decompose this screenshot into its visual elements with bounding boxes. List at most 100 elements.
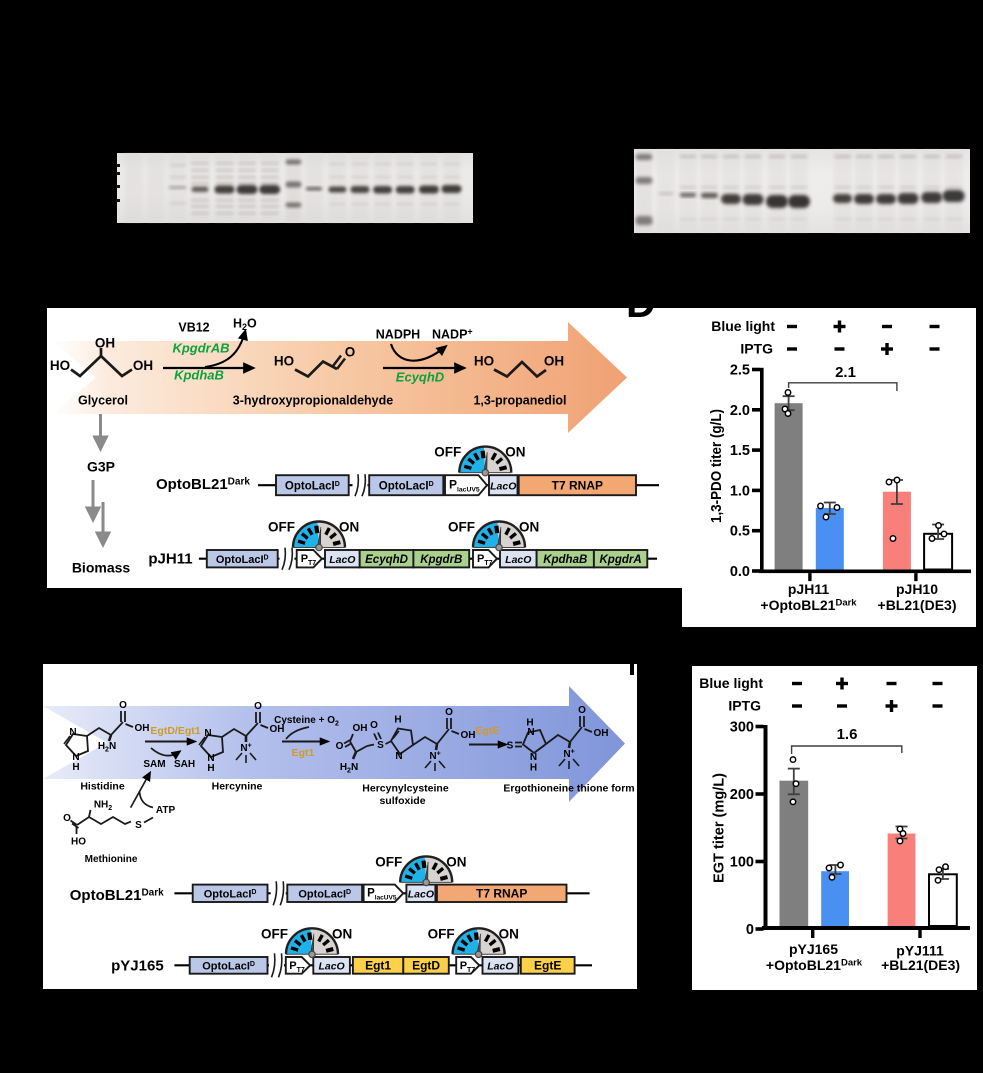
svg-text:Histidine: Histidine [80, 781, 124, 793]
svg-text:O: O [345, 345, 356, 360]
svg-text:VB12: VB12 [178, 321, 209, 335]
svg-text:OptoLacID: OptoLacID [202, 961, 255, 973]
svg-text:2.1: 2.1 [835, 364, 856, 381]
svg-text:2.5: 2.5 [730, 363, 750, 379]
svg-text:0.5: 0.5 [730, 524, 750, 540]
svg-text:Ergothioneine thione form: Ergothioneine thione form [503, 783, 634, 795]
svg-text:EgtD/Egt1: EgtD/Egt1 [150, 725, 200, 737]
svg-text:N: N [395, 751, 402, 762]
svg-text:HO: HO [274, 354, 294, 369]
svg-text:pJH11: pJH11 [148, 550, 192, 567]
svg-text:G3P: G3P [87, 459, 115, 475]
svg-text:0.0: 0.0 [730, 564, 750, 580]
svg-text:LacO: LacO [329, 554, 355, 566]
svg-text:H: H [526, 718, 533, 729]
svg-text:ATP: ATP [156, 805, 176, 816]
svg-text:HO: HO [50, 358, 70, 373]
svg-text:Biomass: Biomass [72, 560, 131, 576]
svg-text:D: D [626, 280, 656, 326]
svg-text:EcyqhD: EcyqhD [396, 370, 445, 385]
svg-text:HO: HO [474, 354, 494, 369]
svg-text:H: H [394, 715, 401, 726]
svg-text:OH: OH [461, 730, 476, 741]
svg-text:Cysteine + O2: Cysteine + O2 [274, 715, 339, 728]
svg-text:O: O [336, 741, 344, 752]
svg-text:+BL21(DE3): +BL21(DE3) [878, 597, 957, 613]
svg-text:1.6: 1.6 [837, 726, 858, 743]
svg-text:N: N [204, 728, 211, 739]
svg-text:OH: OH [133, 358, 153, 373]
svg-text:S: S [507, 741, 514, 752]
svg-text:O: O [254, 701, 262, 712]
svg-text:KpgdrB: KpgdrB [420, 554, 462, 566]
svg-text:H: H [72, 762, 79, 773]
svg-text:OH: OH [594, 728, 609, 739]
svg-text:N: N [207, 753, 214, 764]
svg-text:pJH10: pJH10 [896, 581, 938, 597]
svg-text:+BL21(DE3): +BL21(DE3) [881, 957, 960, 973]
svg-text:pJH11: pJH11 [788, 581, 829, 597]
svg-text:IPTG: IPTG [728, 698, 761, 714]
svg-text:OH: OH [270, 724, 285, 735]
svg-text:H: H [207, 763, 214, 774]
svg-text:N: N [530, 752, 537, 763]
svg-text:OH: OH [544, 354, 564, 369]
svg-text:OH: OH [353, 723, 368, 734]
svg-text:1,3-PDO titer (g/L): 1,3-PDO titer (g/L) [708, 409, 725, 523]
svg-text:Egt1: Egt1 [365, 959, 391, 973]
svg-text:T7 RNAP: T7 RNAP [552, 478, 603, 492]
svg-text:OH: OH [95, 336, 115, 351]
svg-text:EcyqhD: EcyqhD [365, 554, 408, 566]
svg-text:OptoLacID: OptoLacID [216, 554, 269, 566]
svg-text:+OptoBL21Dark: +OptoBL21Dark [766, 957, 863, 973]
svg-text:IPTG: IPTG [740, 341, 773, 357]
svg-text:T7 RNAP: T7 RNAP [476, 887, 527, 901]
svg-text:H2N: H2N [98, 741, 116, 754]
svg-text:Glycerol: Glycerol [78, 394, 128, 408]
svg-text:N: N [527, 727, 534, 738]
svg-text:HO: HO [71, 837, 86, 848]
svg-text:EGT titer (mg/L): EGT titer (mg/L) [711, 773, 728, 883]
svg-text:KpdhaB: KpdhaB [174, 368, 224, 383]
svg-text:N: N [69, 727, 76, 738]
svg-text:SAH: SAH [174, 759, 195, 770]
svg-text:LacO: LacO [318, 961, 344, 973]
svg-text:O: O [63, 813, 71, 824]
svg-text:O: O [119, 700, 127, 711]
svg-text:Blue light: Blue light [711, 318, 775, 334]
svg-text:EgtE: EgtE [534, 959, 561, 973]
svg-text:Methionine: Methionine [85, 854, 138, 865]
svg-text:H2N: H2N [340, 762, 358, 775]
svg-text:OptoBL21Dark: OptoBL21Dark [156, 476, 250, 493]
svg-text:LacO: LacO [490, 480, 516, 492]
svg-text:EgtD: EgtD [412, 959, 440, 973]
svg-text:OptoLacID: OptoLacID [204, 889, 257, 901]
svg-text:300: 300 [730, 720, 754, 736]
svg-text:1,3-propanediol: 1,3-propanediol [473, 394, 566, 408]
svg-text:N: N [72, 752, 79, 763]
svg-text:OptoBL21Dark: OptoBL21Dark [70, 887, 164, 904]
svg-text:Hercynine: Hercynine [212, 781, 263, 793]
svg-text:100: 100 [730, 855, 754, 871]
svg-text:+OptoBL21Dark: +OptoBL21Dark [760, 597, 857, 613]
svg-text:1.0: 1.0 [730, 483, 750, 499]
svg-text:KpgdrAB: KpgdrAB [172, 341, 229, 356]
svg-text:3-hydroxypropionaldehyde: 3-hydroxypropionaldehyde [233, 394, 393, 408]
svg-text:S: S [135, 820, 142, 831]
svg-text:N+: N+ [563, 749, 574, 761]
svg-text:pYJ165: pYJ165 [789, 941, 838, 957]
svg-text:200: 200 [730, 787, 754, 803]
svg-text:N+: N+ [429, 751, 440, 763]
svg-text:Egt1: Egt1 [292, 747, 315, 759]
svg-text:OptoLacID: OptoLacID [285, 480, 340, 492]
svg-text:NADP+: NADP+ [432, 327, 473, 342]
svg-text:Hercynylcysteine: Hercynylcysteine [362, 783, 449, 795]
svg-text:LacO: LacO [408, 889, 434, 901]
svg-text:LacO: LacO [487, 961, 513, 973]
svg-text:H: H [530, 763, 537, 774]
svg-text:SAM: SAM [143, 759, 165, 770]
svg-text:LacO: LacO [505, 554, 531, 566]
svg-text:H2O: H2O [233, 317, 257, 333]
svg-text:NH2: NH2 [94, 800, 112, 813]
svg-text:sulfoxide: sulfoxide [379, 795, 425, 807]
